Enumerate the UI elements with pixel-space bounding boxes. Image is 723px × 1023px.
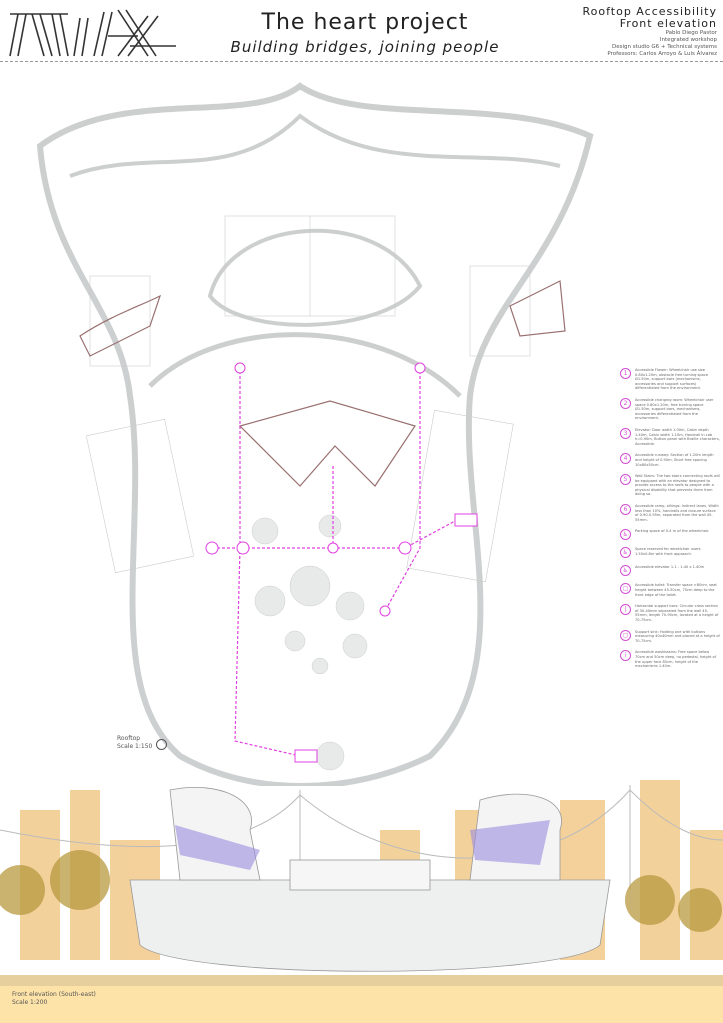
- credit: Professors: Carlos Arroyo & Luis Álvarez: [607, 51, 717, 57]
- legend-item: ◻ Support sink: Holding one with buttons …: [620, 629, 720, 644]
- legend-text: Accessible elevator 1.1 - 1.40 x 1.40m: [635, 565, 705, 570]
- legend-item: | Horizontal support bars: Circular cross…: [620, 604, 720, 622]
- legend-symbol-icon: ♿: [620, 565, 631, 577]
- legend-symbol-icon: 4: [620, 453, 631, 465]
- elevation-scale: Scale 1:200: [12, 999, 48, 1006]
- legend-item: 5 Wall Stairs: The two stairs connecting …: [620, 474, 720, 497]
- accessible-route: [212, 366, 456, 757]
- legend-text: Accessible toilet: Transfer space >80cm,…: [635, 583, 717, 597]
- legend-text: Accessible ramp, siltings: Indirect lane…: [635, 504, 719, 522]
- header-divider: [0, 61, 723, 62]
- trees: [0, 850, 722, 932]
- credit: Pablo Diego Pastor: [665, 30, 717, 36]
- legend-symbol-icon: ♿: [620, 529, 631, 541]
- access-markers: [205, 362, 478, 763]
- legend-text: Accessible runway: Section of 1.20m leng…: [635, 453, 714, 467]
- poster-title: The heart project: [261, 10, 469, 35]
- legend-item: ▢ Accessible toilet: Transfer space >80cm…: [620, 583, 720, 597]
- legend-item: 6 Accessible ramp, siltings: Indirect lan…: [620, 504, 720, 522]
- stair-structures: [79, 280, 566, 487]
- legend-text: Accessible changing room: Wheelchair use…: [635, 397, 714, 421]
- sheet-title: Rooftop Accessibility: [582, 5, 717, 18]
- legend-symbol-icon: 1: [620, 368, 631, 379]
- legend-symbol-icon: 5: [620, 474, 631, 486]
- legend-item: i Accessible washbasins: Free space below…: [620, 650, 720, 668]
- legend-text: Space reserved for wheelchair users 1.50…: [635, 547, 701, 557]
- legend-symbol-icon: ♿: [620, 547, 631, 559]
- north-arrow-icon: [156, 739, 167, 750]
- sheet-info: Rooftop Accessibility Front elevation Pa…: [583, 6, 718, 58]
- rooftop-plan: [36, 82, 594, 786]
- logo: [9, 9, 176, 57]
- planters: [251, 514, 368, 771]
- legend-text: Wall Stairs: The two stairs connecting r…: [635, 474, 720, 497]
- legend-symbol-icon: i: [620, 650, 631, 662]
- legend-text: Parking space of 0.4 m of the wheelchair…: [635, 529, 710, 534]
- legend-text: Accessible Flower: Wheelchair use size 0…: [635, 368, 709, 391]
- legend-symbol-icon: 6: [620, 504, 631, 516]
- legend-item: 2 Accessible changing room: Wheelchair us…: [620, 397, 720, 421]
- legend-text: Accessible washbasins: Free space below …: [635, 650, 716, 669]
- roof-ribbons: [36, 82, 594, 786]
- rooftop-caption: Rooftop Scale 1:150: [117, 735, 152, 751]
- legend-symbol-icon: 3: [620, 427, 631, 439]
- front-elevation: [0, 780, 723, 988]
- legend-text: Horizontal support bars: Circular cross …: [635, 604, 719, 622]
- bottom-band: [0, 986, 723, 1023]
- rooftop-scale: Scale 1:150: [117, 743, 153, 750]
- building: [129, 787, 611, 972]
- legend-item: ♿ Accessible elevator 1.1 - 1.40 x 1.40m: [620, 565, 720, 577]
- ground: [0, 975, 723, 988]
- legend-item: 4 Accessible runway: Section of 1.20m len…: [620, 453, 720, 467]
- legend-item: 1 Accessible Flower: Wheelchair use size …: [620, 368, 720, 391]
- elevation-label: Front elevation (South-east): [12, 991, 96, 998]
- legend-symbol-icon: 2: [620, 397, 631, 409]
- sheet-subtitle: Front elevation: [619, 17, 717, 30]
- legend-symbol-icon: ◻: [620, 629, 631, 641]
- legend-item: ♿ Parking space of 0.4 m of the wheelchai…: [620, 529, 720, 541]
- plan-linework: [85, 215, 531, 583]
- legend-symbol-icon: |: [620, 604, 631, 616]
- legend-item: 3 Elevator: Door width 1.00m, Cabin depth…: [620, 427, 720, 446]
- credit: Design studio G6 + Technical systems: [612, 44, 717, 50]
- legend-symbol-icon: ▢: [620, 583, 631, 595]
- elevation-caption: Front elevation (South-east) Scale 1:200: [12, 991, 96, 1007]
- legend-text: Support sink: Holding one with buttons m…: [635, 629, 720, 643]
- poster-subtitle: Building bridges, joining people: [230, 38, 500, 56]
- legend-item: ♿ Space reserved for wheelchair users 1.5…: [620, 547, 720, 559]
- legend-text: Elevator: Door width 1.00m, Cabin depth …: [635, 427, 720, 446]
- purple-stairs: [175, 820, 550, 870]
- accessibility-legend: 1 Accessible Flower: Wheelchair use size …: [620, 368, 720, 676]
- credit: Integrated workshop: [659, 37, 717, 43]
- rooftop-label: Rooftop: [117, 735, 141, 742]
